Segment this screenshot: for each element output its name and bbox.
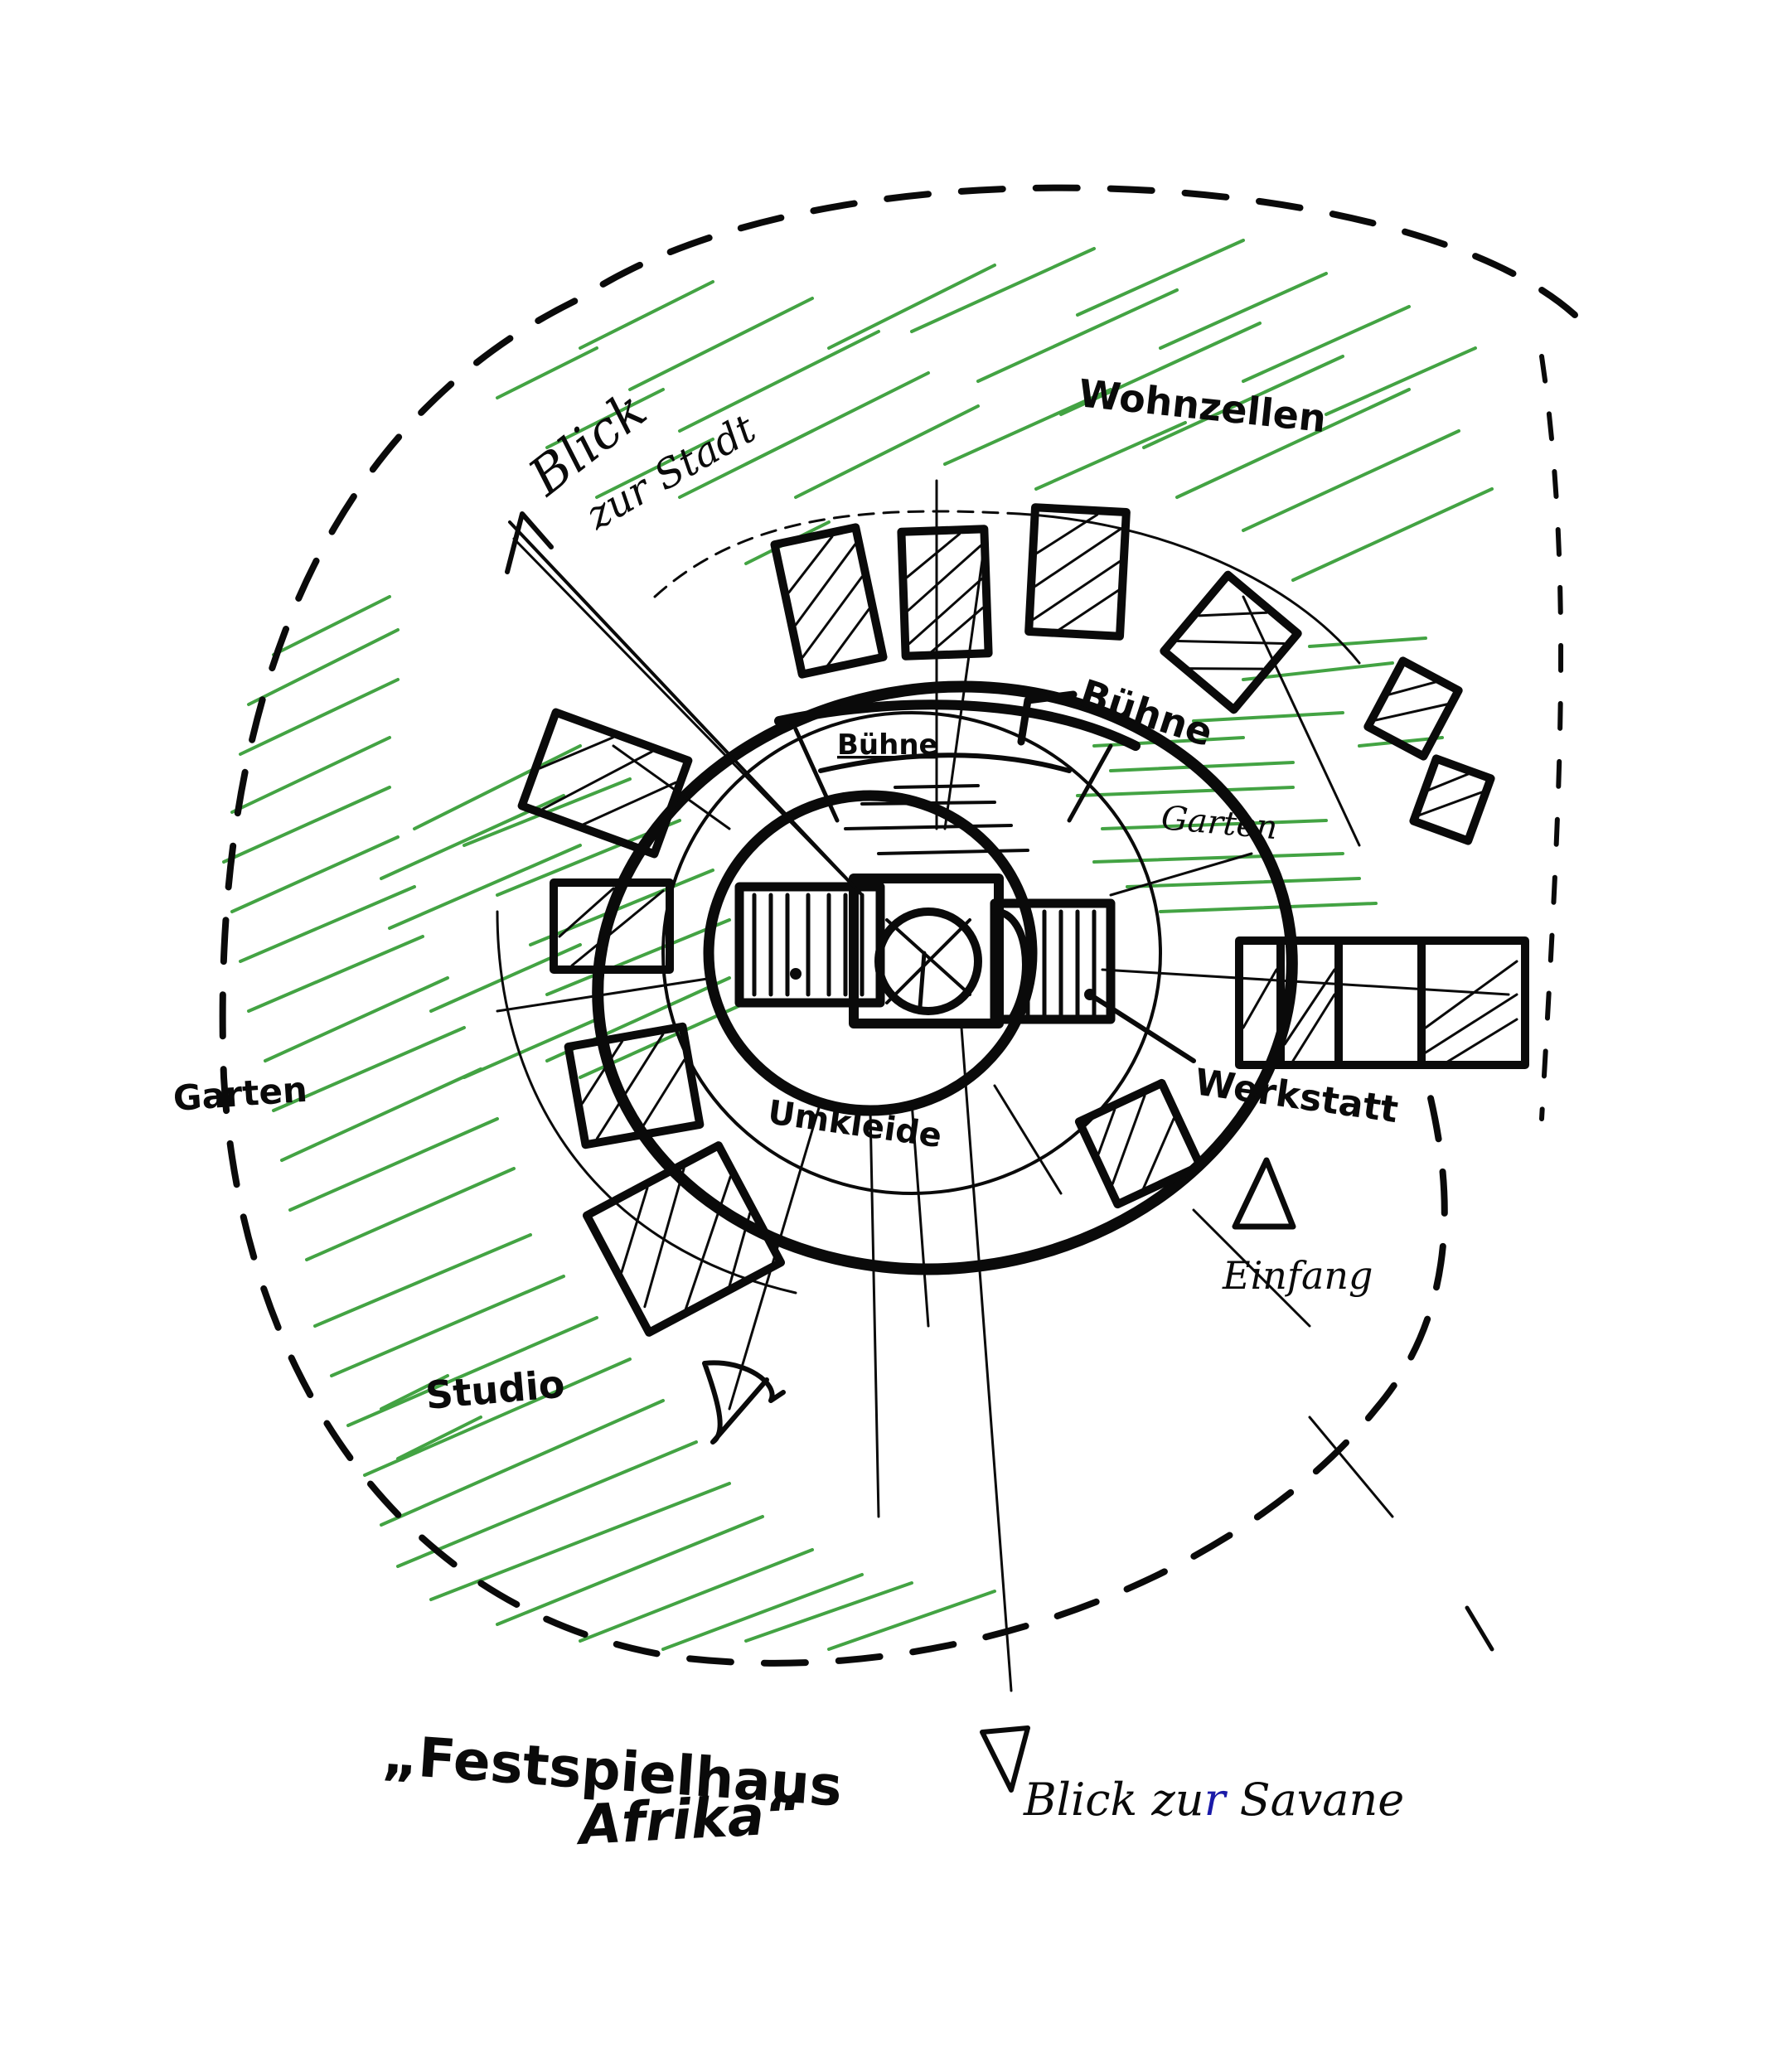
site-boundary-dashed <box>219 184 1578 1667</box>
label-blick-savane-part2: Savane <box>1225 1774 1404 1826</box>
label-buehne-inner: Bühne <box>837 728 938 762</box>
entrance-marker-icon <box>1232 1157 1296 1230</box>
view-arrow-stadt-icon <box>505 511 864 897</box>
label-blick-savane: Blick zur Savane <box>1023 1774 1404 1826</box>
boundary-tick <box>1465 1605 1494 1652</box>
label-studio: Studio <box>424 1362 566 1418</box>
title-line-2: Afrika“ <box>574 1782 802 1857</box>
label-garten-inner: Garten <box>1160 799 1279 847</box>
view-arrow-savane-icon <box>980 1725 1030 1793</box>
label-einfang: Einfang <box>1222 1253 1373 1298</box>
inner-ring <box>703 790 1038 1116</box>
central-building <box>734 874 1196 1063</box>
label-garten-outer: Garten <box>172 1069 308 1119</box>
radial-lines <box>496 537 1510 1692</box>
label-werkstatt: Werkstatt <box>1192 1061 1400 1131</box>
label-blick-savane-part1: Blick zu <box>1023 1774 1204 1826</box>
outer-ring <box>592 680 1298 1275</box>
label-blick-savane-r: r <box>1204 1774 1228 1826</box>
wohnzellen-units <box>517 503 1529 1337</box>
secondary-view-marker-icon <box>702 1360 786 1445</box>
